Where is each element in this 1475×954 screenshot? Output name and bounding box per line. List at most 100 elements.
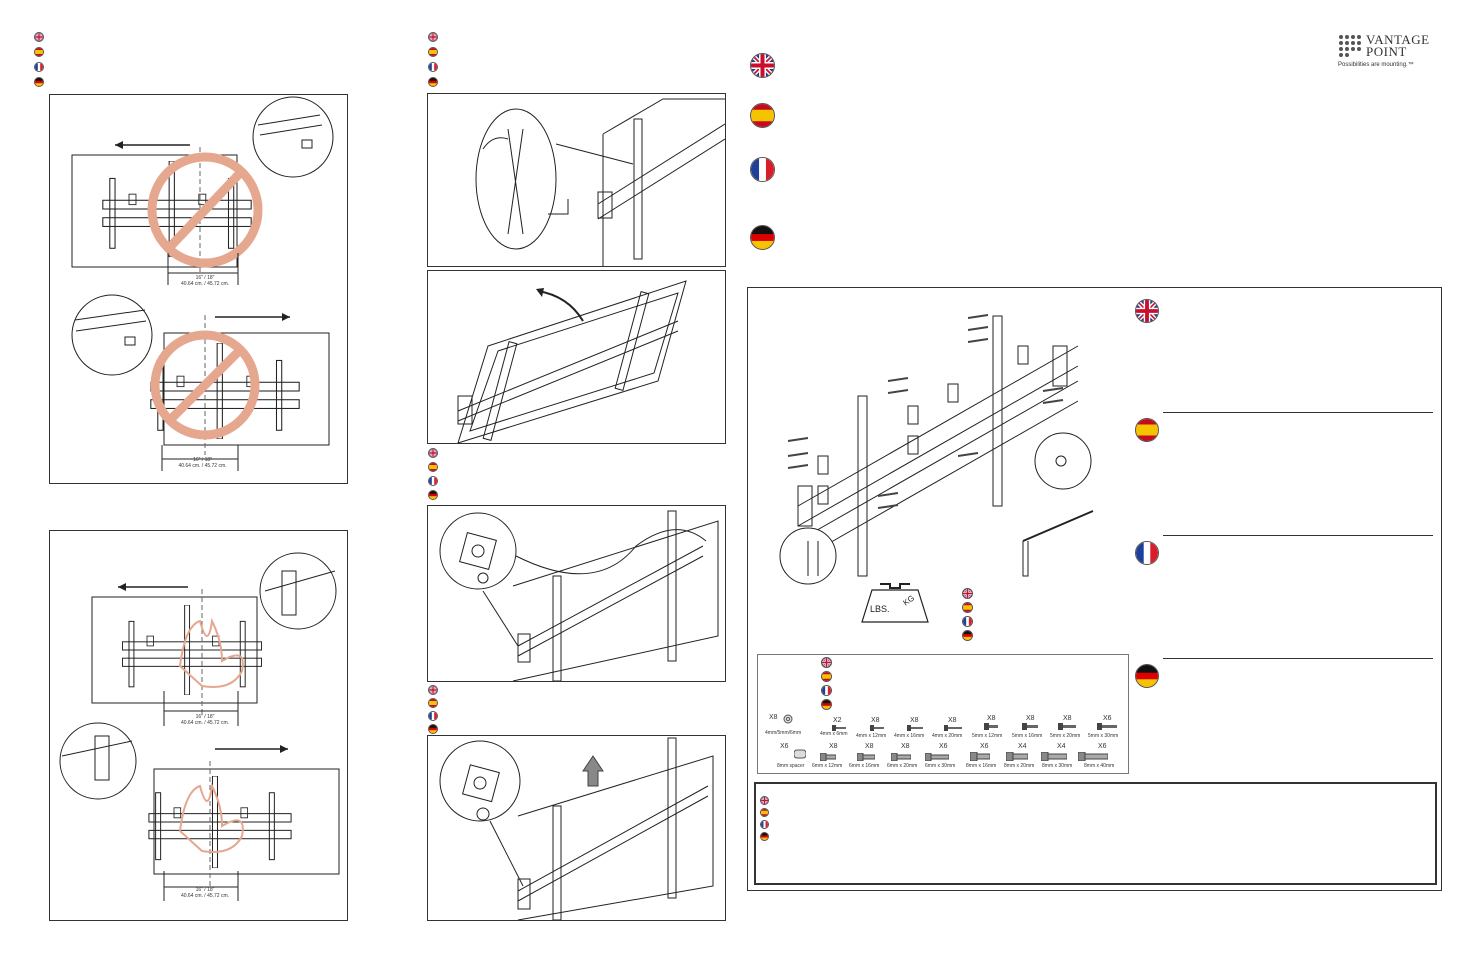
screw-icon	[1097, 723, 1117, 730]
hardware-count: X6	[780, 743, 789, 750]
screw-icon	[1022, 723, 1038, 730]
es-flag-icon	[428, 698, 438, 708]
hardware-size: 6mm x 20mm	[887, 763, 918, 769]
illustration-lift	[439, 737, 714, 920]
en-flag-icon	[821, 657, 832, 668]
main-parts-panel: LBS. KG X8 4mm/5mm/6mm X2 4mm x 6mm X8 4…	[747, 287, 1442, 891]
en-flag-icon	[34, 32, 44, 42]
fr-flag-icon	[821, 685, 832, 696]
en-flag-icon	[760, 796, 769, 805]
screw-icon	[907, 725, 923, 731]
es-flag-icon	[760, 808, 769, 817]
screw-icon	[944, 725, 962, 731]
de-flag-icon	[760, 832, 769, 841]
dimension-cm: 40.64 cm. / 45.72 cm.	[178, 463, 227, 469]
brand-tagline: Possibilities are mounting.™	[1338, 62, 1414, 68]
spacer-icon	[794, 749, 806, 759]
en-flag-icon	[962, 588, 973, 599]
hardware-size: 8mm x 16mm	[966, 763, 997, 769]
de-flag-icon	[428, 724, 438, 734]
dimension-cm: 40.64 cm. / 45.72 cm.	[180, 281, 230, 287]
screw-icon	[832, 725, 846, 731]
hardware-size: 5mm x 20mm	[1050, 733, 1081, 739]
hardware-count: X6	[939, 743, 948, 750]
fr-flag-icon	[962, 616, 973, 627]
exploded-mount-diagram	[779, 314, 1094, 585]
dimension-inches: 16" / 18"	[195, 887, 215, 893]
en-flag-icon	[428, 32, 438, 42]
de-flag-icon	[428, 77, 438, 87]
dimension-label: 16" / 18" 40.64 cm. / 45.72 cm.	[168, 714, 242, 726]
fr-flag-icon	[428, 711, 438, 721]
bolt-icon	[925, 753, 949, 761]
dimension-label: 16" / 18" 40.64 cm. / 45.72 cm.	[165, 457, 240, 469]
hardware-size: 6mm x 12mm	[812, 763, 843, 769]
bolt-icon	[891, 753, 911, 761]
de-flag-icon	[962, 630, 973, 641]
de-flag-icon	[428, 490, 438, 500]
section-divider	[1163, 412, 1433, 413]
brand-dots-icon	[1339, 35, 1361, 57]
bolt-icon	[820, 753, 836, 761]
fr-flag-icon	[428, 62, 438, 72]
step-panel-shift-hands: 16" / 18" 40.64 cm. / 45.72 cm. 16" / 18…	[49, 530, 348, 921]
step-panel-no-shift: 16" / 18" 40.64 cm. / 45.72 cm. 16" / 18…	[49, 94, 348, 484]
hardware-size: 4mm x 20mm	[932, 733, 963, 739]
es-flag-icon	[428, 47, 438, 57]
brand-logo: VANTAGE POINT Possibilities are mounting…	[1338, 32, 1448, 74]
hardware-count: X6	[1098, 743, 1107, 750]
step-panel-lift	[427, 735, 726, 921]
dimension-label: 16" / 18" 40.64 cm. / 45.72 cm.	[170, 275, 240, 287]
brand-name-line1: VANTAGE	[1366, 32, 1430, 47]
bolt-icon	[1006, 752, 1028, 761]
en-flag-icon	[1135, 299, 1159, 323]
hardware-count: X8	[769, 714, 778, 721]
hardware-size: 6mm x 16mm	[849, 763, 880, 769]
illustration-tilt	[457, 280, 687, 443]
hardware-panel: X8 4mm/5mm/6mm X2 4mm x 6mm X8 4mm x 12m…	[757, 654, 1129, 774]
fr-flag-icon	[1135, 541, 1159, 565]
hardware-count: X8	[871, 717, 880, 724]
es-flag-icon	[34, 47, 44, 57]
weight-lbs-label: LBS.	[870, 604, 890, 614]
de-flag-icon	[34, 77, 44, 87]
section-divider	[1163, 535, 1433, 536]
illustration-attach-arm	[475, 98, 725, 266]
hardware-count: X8	[901, 743, 910, 750]
bolt-icon	[1078, 752, 1108, 761]
bolt-icon	[970, 752, 990, 761]
hardware-count: X6	[980, 743, 989, 750]
hardware-count: X4	[1057, 743, 1066, 750]
hardware-size: 4mm x 6mm	[820, 731, 848, 737]
es-flag-icon	[428, 462, 438, 472]
hardware-count: X8	[910, 717, 919, 724]
en-flag-icon	[428, 448, 438, 458]
washer-icon	[783, 714, 793, 724]
dimension-inches: 16" / 18"	[195, 714, 215, 720]
hardware-count: X8	[865, 743, 874, 750]
de-flag-icon	[1135, 664, 1159, 688]
es-flag-icon	[1135, 418, 1159, 442]
screw-icon	[870, 725, 884, 731]
warning-panel	[754, 782, 1437, 885]
screw-icon	[1058, 723, 1076, 730]
bolt-icon	[1041, 752, 1067, 761]
hardware-count: X8	[829, 743, 838, 750]
brand-name-line2: POINT	[1366, 44, 1407, 59]
illustration-lock	[439, 510, 719, 681]
step-panel-tilt	[427, 270, 726, 444]
dimension-cm: 40.64 cm. / 45.72 cm.	[180, 893, 230, 899]
hardware-count: X8	[948, 717, 957, 724]
hardware-size: 6mm x 30mm	[925, 763, 956, 769]
dimension-inches: 16" / 18"	[195, 275, 215, 281]
de-flag-icon	[821, 699, 832, 710]
hardware-size: 4mm x 12mm	[856, 733, 887, 739]
hardware-size: 4mm/5mm/6mm	[765, 730, 802, 736]
screw-icon	[984, 723, 998, 730]
dimension-inches: 16" / 18"	[193, 457, 212, 463]
hardware-size: 4mm x 16mm	[894, 733, 925, 739]
hardware-count: X2	[833, 717, 842, 724]
fr-flag-icon	[34, 62, 44, 72]
dimension-label: 16" / 18" 40.64 cm. / 45.72 cm.	[168, 887, 242, 899]
hardware-size: 8mm x 40mm	[1084, 763, 1115, 769]
